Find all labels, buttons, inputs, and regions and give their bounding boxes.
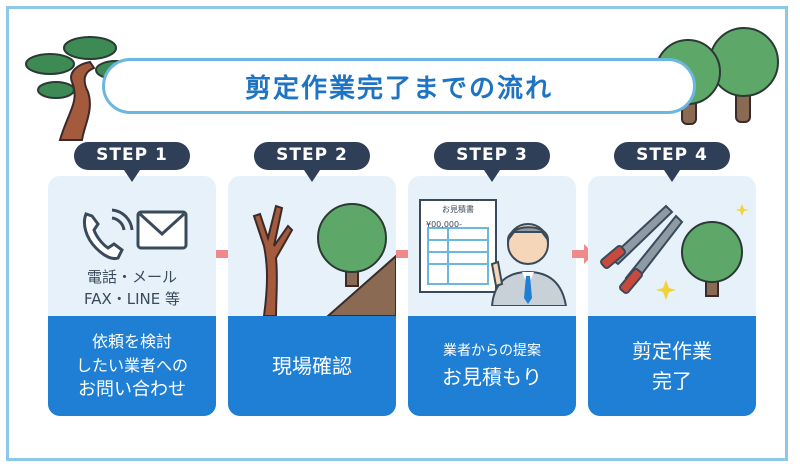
step-2-description: 現場確認: [228, 316, 396, 416]
businessman-icon: [490, 223, 568, 306]
doc-title: お見積書: [442, 205, 474, 214]
step-1-description: 依頼を検討 したい業者への お問い合わせ: [48, 316, 216, 416]
title-box: 剪定作業完了までの流れ: [102, 58, 696, 114]
step-2-panel: 現場確認: [228, 176, 396, 416]
step-3-panel: お見積書 ¥00,000- 業者からの提案 お見積もり: [408, 176, 576, 416]
phone-mail-icon: [82, 208, 188, 260]
pruning-shears-tree-icon: [600, 204, 749, 300]
step-4-description: 剪定作業 完了: [588, 316, 756, 416]
step-1-bubble: STEP 1: [72, 140, 192, 184]
step-3-bubble: STEP 3: [432, 140, 552, 184]
step-1-label: STEP 1: [96, 145, 168, 165]
step-2-bubble: STEP 2: [252, 140, 372, 184]
doc-amount: ¥00,000-: [426, 220, 462, 229]
step-3-description: 業者からの提案 お見積もり: [408, 316, 576, 416]
step-4-panel: 剪定作業 完了: [588, 176, 756, 416]
step-1-panel: 電話・メール FAX・LINE 等 依頼を検討 したい業者への お問い合わせ: [48, 176, 216, 416]
page-title: 剪定作業完了までの流れ: [244, 73, 553, 104]
contact-caption: 電話・メール FAX・LINE 等: [83, 268, 181, 308]
step-2-label: STEP 2: [276, 145, 348, 165]
estimate-document-icon: [419, 199, 497, 293]
step-4-label: STEP 4: [636, 145, 708, 165]
site-tree-icon: [252, 203, 396, 316]
step-3-label: STEP 3: [456, 145, 528, 165]
step-4-bubble: STEP 4: [612, 140, 732, 184]
